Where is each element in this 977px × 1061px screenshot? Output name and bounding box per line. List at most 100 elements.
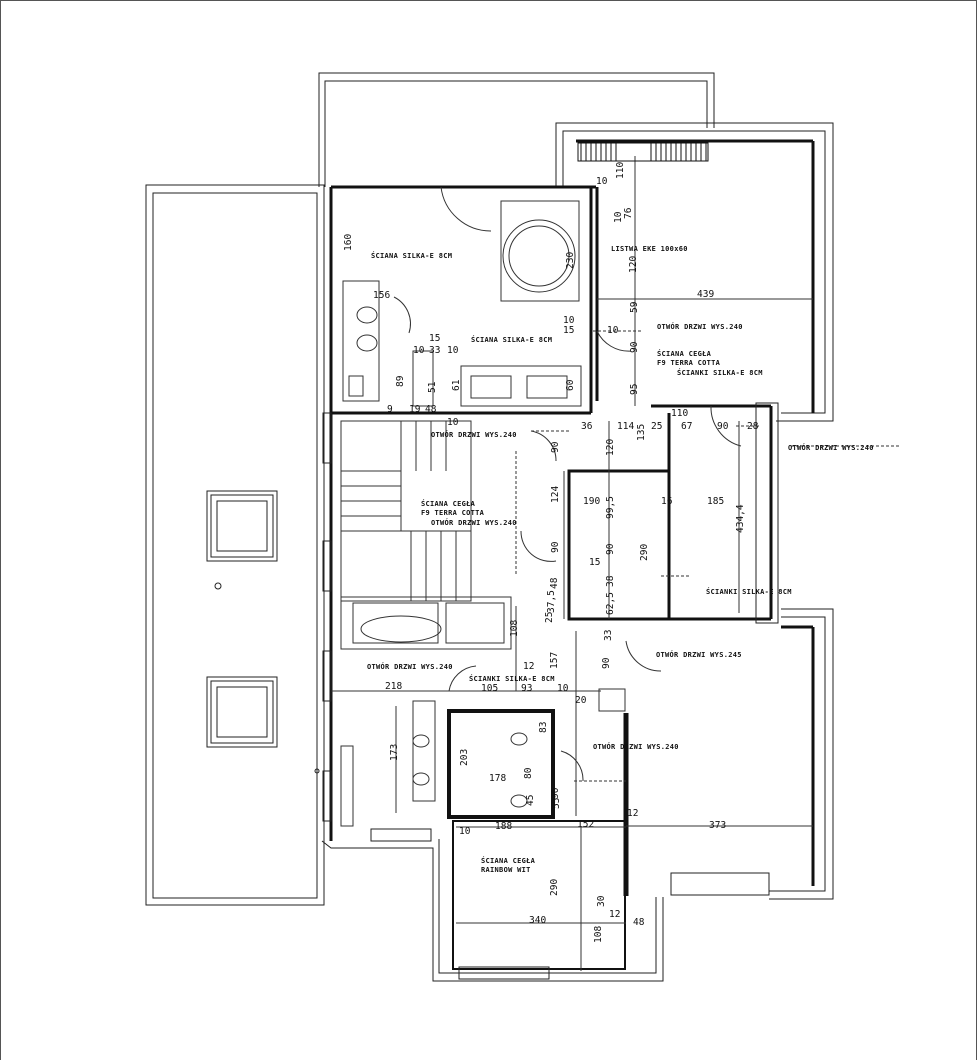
dim: 48 (549, 577, 560, 589)
dim: 28 (747, 421, 759, 432)
dim: 373 (709, 820, 726, 831)
dim: 33 (429, 345, 440, 356)
dim: 37,5 (546, 590, 557, 613)
dim: 93 (521, 683, 532, 694)
dim: 60 (565, 379, 576, 391)
dim: 178 (489, 773, 506, 784)
dim: 10 (613, 211, 624, 223)
dim: 15 (563, 325, 574, 336)
label-sciana-cegla-2: ŚCIANA CEGŁA (421, 499, 476, 508)
dim: 48 (425, 404, 437, 415)
terrace-outlines (145, 72, 834, 982)
label-sciana-silka-b: ŚCIANA SILKA-E 8CM (471, 335, 552, 344)
dim: 33 (603, 630, 614, 641)
dim: 185 (707, 496, 724, 507)
dim: 10 (447, 345, 459, 356)
window-hatch (577, 142, 709, 162)
dim: 90 (550, 441, 561, 453)
dim: 108 (509, 620, 520, 637)
dim: 124 (550, 486, 561, 503)
dim: 89 (395, 375, 406, 387)
label-sciana-silka-a: ŚCIANA SILKA-E 8CM (371, 251, 452, 260)
dim: 38 (605, 575, 616, 587)
dim: 108 (593, 926, 604, 943)
dim: 434,4 (735, 504, 746, 533)
dim: 83 (538, 722, 549, 733)
dim: 25 (651, 421, 662, 432)
dim: 90 (629, 341, 640, 353)
label-scianki-silka-b: ŚCIANKI SILKA-E 8CM (706, 587, 792, 596)
left-terrace-outer (145, 184, 325, 906)
dim: 12 (609, 909, 620, 920)
dim: 15 (429, 333, 440, 344)
dim: 10 (596, 176, 608, 187)
label-otwor-245: OTWÓR DRZWI WYS.245 (656, 650, 742, 659)
dim: 90 (550, 787, 561, 799)
label-f9-terra-1: F9 TERRA COTTA (657, 359, 721, 367)
dim: 16 (661, 496, 673, 507)
dim: 67 (681, 421, 692, 432)
dim: 290 (639, 544, 650, 561)
dim: 114 (617, 421, 634, 432)
label-otwor-240-c: OTWÓR DRZWI WYS.240 (788, 443, 874, 452)
dim: 10 (447, 417, 459, 428)
dim: 20 (575, 695, 587, 706)
dim: 190 (583, 496, 600, 507)
dim: 152 (577, 819, 594, 830)
left-terrace-inner (152, 192, 318, 899)
label-otwor-240-a: OTWÓR DRZWI WYS.240 (657, 322, 743, 331)
dim: 25 (544, 612, 555, 623)
dim: 120 (628, 256, 639, 273)
dim: 188 (495, 821, 512, 832)
dim: 99,5 (605, 496, 616, 519)
label-otwor-240-f: OTWÓR DRZWI WYS.240 (593, 742, 679, 751)
label-sciana-cegla-3: ŚCIANA CEGŁA (481, 856, 536, 865)
dim: 156 (373, 290, 390, 301)
dim: 76 (623, 207, 634, 219)
dim: 10 (563, 315, 575, 326)
dim: 62,5 (605, 592, 616, 615)
dim: 36 (581, 421, 593, 432)
dim: 157 (549, 652, 560, 669)
label-listwa: LISTWA EKE 100x60 (611, 245, 688, 253)
dim: 90 (717, 421, 729, 432)
label-scianki-silka-c: ŚCIANKI SILKA-E 8CM (469, 674, 555, 683)
dimensions: 160 156 15 33 10 10 89 51 61 9 19 48 10 … (343, 162, 759, 943)
dim: 160 (343, 234, 354, 251)
dim: 15 (589, 557, 600, 568)
dim: 290 (549, 879, 560, 896)
label-otwor-240-b: OTWÓR DRZWI WYS.240 (431, 430, 517, 439)
dim: 55 (551, 798, 562, 809)
dim: 10 (607, 325, 619, 336)
dim: 51 (427, 381, 438, 393)
dim: 10 (557, 683, 569, 694)
right-balcony-outer (555, 122, 834, 422)
dim: 340 (529, 915, 546, 926)
dim: 90 (601, 657, 612, 669)
dim: 90 (550, 541, 561, 553)
dim: 105 (481, 683, 498, 694)
skylights (206, 490, 320, 774)
interior-lines (331, 156, 901, 971)
dim: 95 (629, 384, 640, 395)
dim: 439 (697, 289, 714, 300)
dim: 59 (629, 301, 640, 313)
dim: 110 (671, 408, 688, 419)
dim: 12 (627, 808, 638, 819)
lower-right-balcony (769, 608, 834, 900)
dim: 61 (451, 379, 462, 391)
top-balcony-outer (318, 72, 715, 187)
dim: 120 (605, 439, 616, 456)
dim: 30 (596, 895, 607, 907)
label-f9-terra-2: F9 TERRA COTTA (421, 509, 485, 517)
dim: 80 (523, 767, 534, 779)
dim: 45 (525, 795, 536, 806)
dim: 218 (385, 681, 402, 692)
dim: 90 (605, 543, 616, 555)
dim: 19 (409, 404, 421, 415)
label-otwor-240-e: OTWÓR DRZWI WYS.240 (367, 662, 453, 671)
annotations: ŚCIANA SILKA-E 8CM ŚCIANA SILKA-E 8CM LI… (367, 245, 874, 874)
dim: 48 (633, 917, 645, 928)
